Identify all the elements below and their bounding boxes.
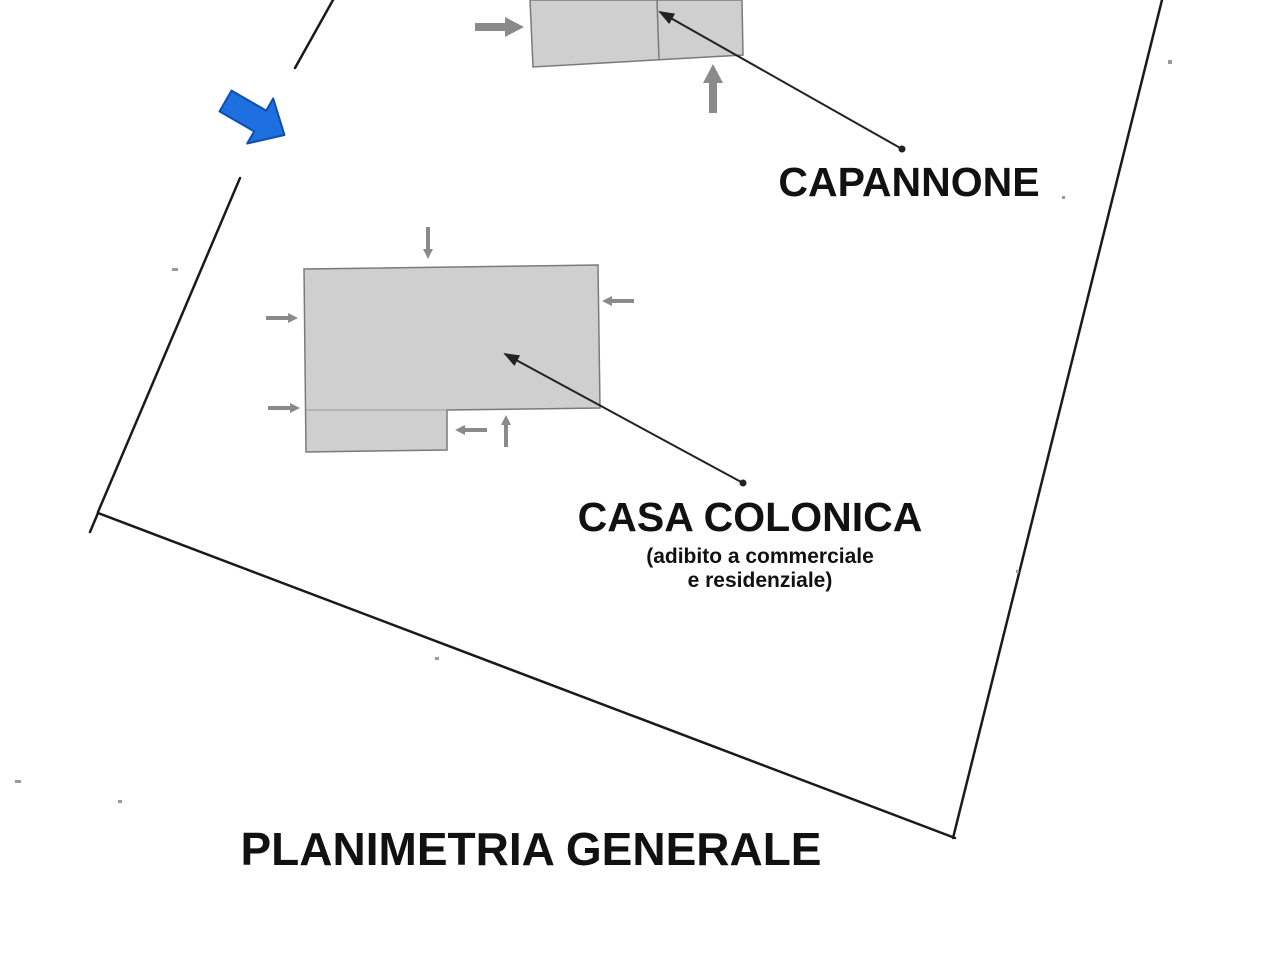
- leader-lines: [503, 11, 906, 487]
- gray-arrow-icon: [266, 313, 298, 323]
- boundary-south: [96, 511, 957, 840]
- boundary-east: [951, 0, 1164, 840]
- casa-colonica-note-line2: e residenziale): [688, 569, 833, 592]
- capannone-building: [529, 0, 744, 68]
- casa-colonica-leader: [503, 353, 747, 487]
- gray-arrow-icon: [602, 296, 634, 306]
- gray-arrow-icon: [475, 17, 524, 37]
- gray-arrow-icon: [268, 403, 300, 413]
- capannone-leader: [658, 11, 906, 153]
- boundary-corner-tick: [88, 511, 100, 534]
- survey-marks: [15, 60, 1172, 803]
- casa-colonica-label: CASA COLONICA: [578, 494, 923, 540]
- boundary-west-lower: [96, 176, 242, 514]
- gray-arrow-icon: [501, 415, 511, 447]
- casa-colonica-note-line1: (adibito a commerciale: [646, 545, 874, 568]
- capannone-footprint: [529, 0, 744, 68]
- casa-colonica-footprint: [303, 264, 601, 453]
- boundary-west-upper: [293, 0, 335, 70]
- property-boundary: [88, 0, 1164, 840]
- gray-arrow-icon: [455, 425, 487, 435]
- gray-arrow-icon: [423, 227, 433, 259]
- blue-arrow-icon: [218, 89, 286, 145]
- drawing-title: PLANIMETRIA GENERALE: [241, 823, 822, 875]
- gray-arrow-icon: [703, 64, 723, 113]
- casa-colonica-building: [303, 264, 601, 453]
- capannone-label: CAPANNONE: [778, 159, 1039, 205]
